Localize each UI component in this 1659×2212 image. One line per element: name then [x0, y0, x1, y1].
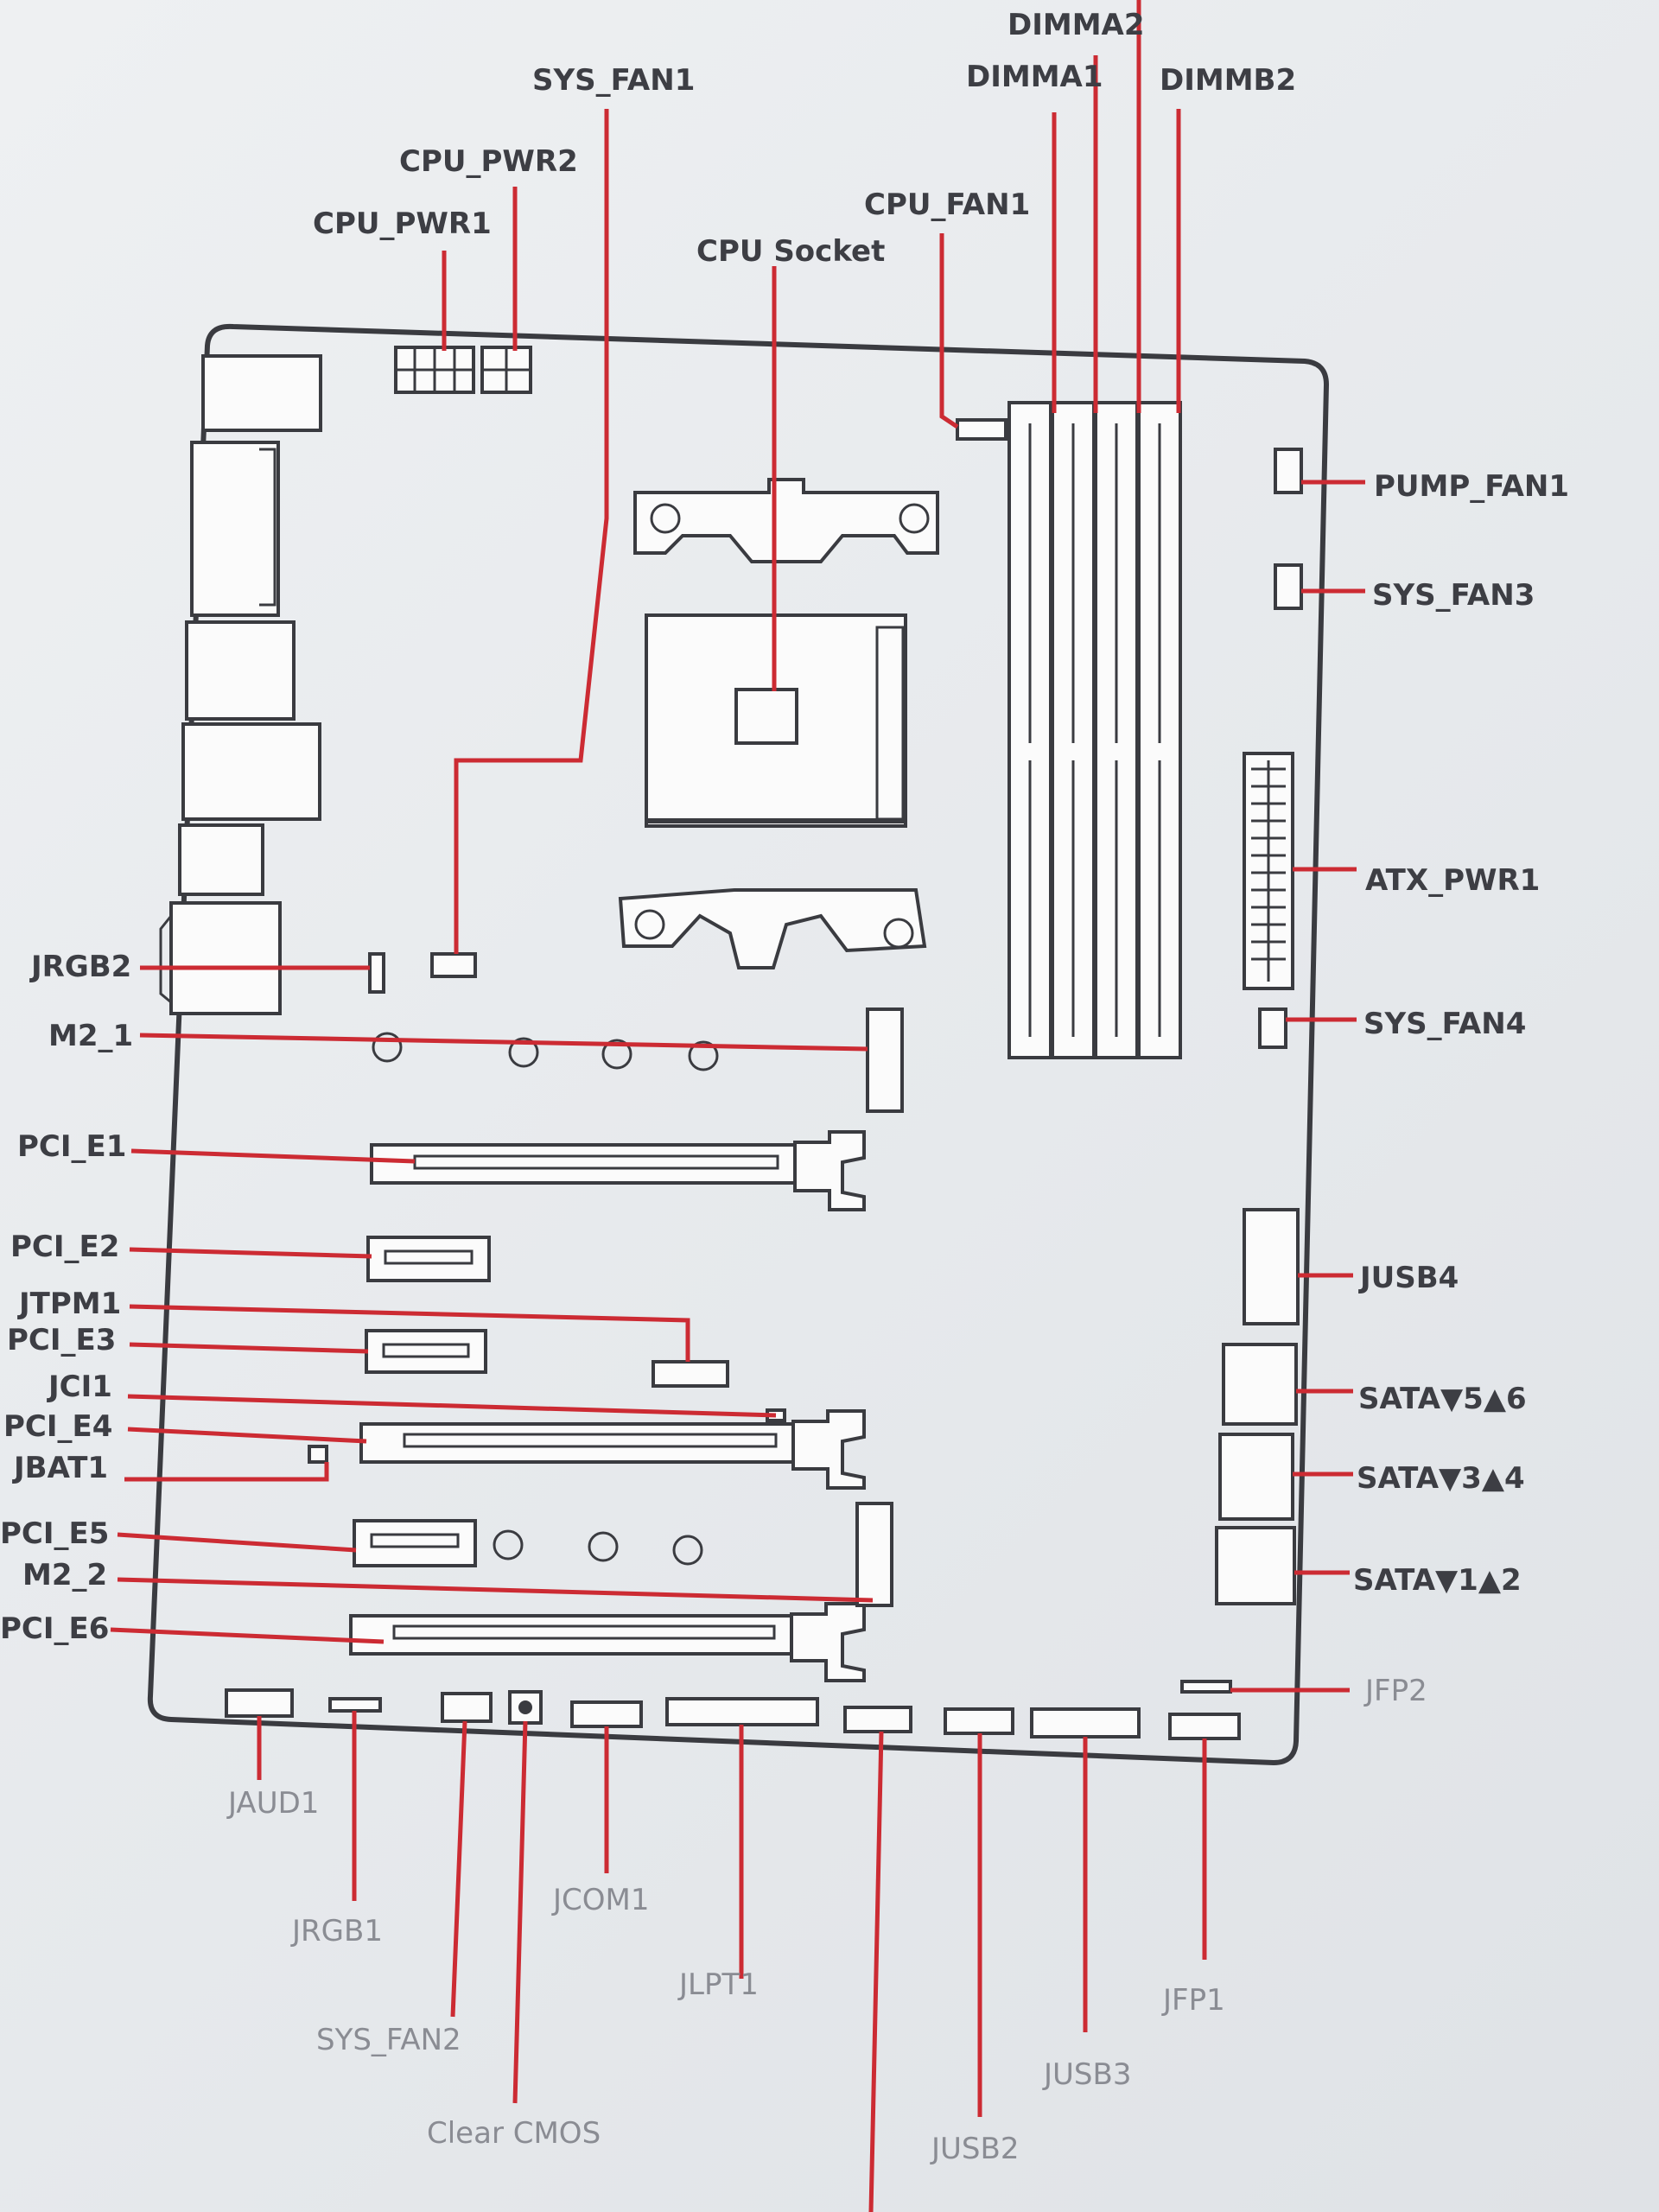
label-jusb2: JUSB2: [930, 2132, 1019, 2166]
motherboard-pcb: [147, 323, 1330, 1766]
label-sata-5-6: SATA▼5▲6: [1358, 1382, 1527, 1416]
label-sys-fan4: SYS_FAN4: [1363, 1007, 1526, 1041]
label-pci-e3: PCI_E3: [7, 1323, 116, 1357]
label-dimma2: DIMMA2: [1007, 8, 1145, 42]
label-dimma1: DIMMA1: [966, 60, 1103, 94]
label-jfp1: JFP1: [1161, 1983, 1225, 2018]
label-jaud1: JAUD1: [226, 1786, 319, 1821]
label-m2-1: M2_1: [48, 1019, 133, 1053]
leader-lines: [110, 0, 1365, 2212]
expansion-slots: [308, 952, 904, 1682]
label-dimmb2: DIMMB2: [1160, 63, 1296, 98]
label-sys-fan1: SYS_FAN1: [532, 63, 695, 98]
label-pci-e1: PCI_E1: [17, 1129, 126, 1164]
label-cpu-socket: CPU Socket: [696, 234, 885, 269]
label-cpu-fan1: CPU_FAN1: [864, 188, 1030, 222]
label-pci-e5: PCI_E5: [0, 1516, 109, 1551]
label-pump-fan1: PUMP_FAN1: [1374, 469, 1569, 504]
label-clear-cmos: Clear CMOS: [427, 2116, 601, 2151]
label-jfp2: JFP2: [1363, 1674, 1427, 1708]
label-sata-1-2: SATA▼1▲2: [1353, 1563, 1522, 1598]
label-jbat1: JBAT1: [12, 1451, 108, 1485]
label-jusb3: JUSB3: [1042, 2057, 1131, 2092]
label-sata-3-4: SATA▼3▲4: [1357, 1461, 1525, 1496]
label-jrgb2: JRGB2: [29, 950, 131, 984]
component-labels: CPU_PWR1 CPU_PWR2 SYS_FAN1 CPU Socket CP…: [0, 8, 1569, 2166]
label-jtpm1: JTPM1: [17, 1287, 121, 1321]
label-sys-fan3: SYS_FAN3: [1372, 578, 1535, 613]
label-cpu-pwr1: CPU_PWR1: [313, 207, 492, 241]
label-jci1: JCI1: [47, 1370, 112, 1404]
label-cpu-pwr2: CPU_PWR2: [399, 144, 578, 179]
rear-io-panel: [159, 354, 322, 1015]
label-pci-e4: PCI_E4: [3, 1409, 112, 1444]
cpu-socket-area: [618, 478, 939, 969]
label-pci-e6: PCI_E6: [0, 1611, 109, 1646]
label-jrgb1: JRGB1: [290, 1914, 383, 1948]
cpu-pwr-connectors: [394, 346, 532, 394]
right-edge-connectors: [956, 418, 1303, 1694]
label-m2-2: M2_2: [22, 1558, 107, 1592]
label-jcom1: JCOM1: [551, 1883, 650, 1917]
dimm-slots: [1007, 401, 1182, 1059]
label-pci-e2: PCI_E2: [10, 1230, 119, 1264]
label-jlpt1: JLPT1: [677, 1967, 759, 2002]
bottom-headers: [225, 1688, 1241, 1740]
label-jusb4: JUSB4: [1358, 1261, 1459, 1295]
label-sys-fan2: SYS_FAN2: [316, 2023, 461, 2057]
label-atx-pwr1: ATX_PWR1: [1365, 863, 1540, 898]
